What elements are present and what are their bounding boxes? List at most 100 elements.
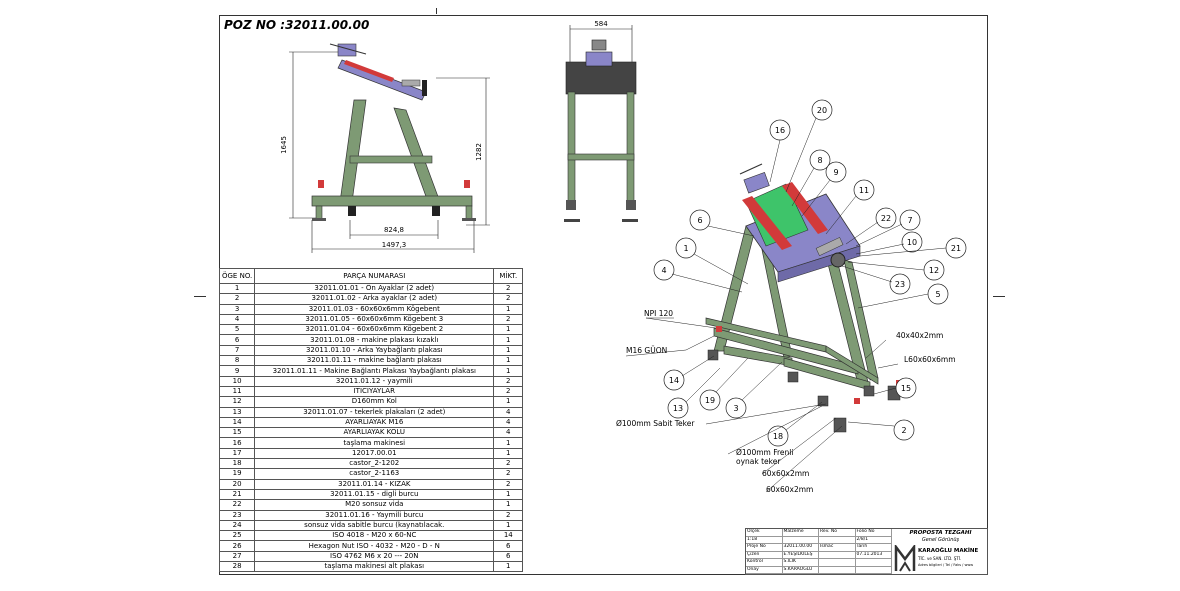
bom-cell-no: 20 (218, 478, 256, 490)
isometric-view: 20 16 8 9 11 22 7 10 21 12 23 6 1 4 5 14… (616, 99, 967, 494)
bom-cell-qty: 2 (493, 293, 524, 305)
balloon-22: 22 (881, 214, 891, 223)
bom-cell-qty: 1 (493, 437, 524, 449)
bom-cell-qty: 2 (493, 478, 524, 490)
bom-cell-part: 32011.01.12 - yaymili (254, 375, 495, 387)
bom-cell-no: 22 (218, 499, 256, 511)
dim-wheel-span: 824,8 (384, 226, 404, 234)
bom-cell-part: 32011.01.03 - 60x60x6mm Kögebent (254, 303, 495, 315)
bom-cell-qty: 4 (493, 406, 524, 418)
front-view: 1645 1282 824,8 1497,3 (280, 43, 490, 253)
title-block-cell: 2/8/1 (856, 536, 892, 543)
balloon-6: 6 (697, 216, 702, 225)
bom-cell-no: 7 (218, 344, 256, 357)
bom-cell-no: 9 (218, 365, 256, 377)
bom-cell-part: 32011.01.04 - 60x60x6mm Kögebent 2 (254, 324, 495, 336)
bom-cell-part: 32011.01.08 - makine plakası kızaklı (254, 334, 495, 346)
bom-cell-part: AYARLIAYAK M16 (254, 416, 495, 429)
label-frenli-1: Ø100mm Frenli (736, 448, 793, 457)
balloon-11: 11 (859, 186, 869, 195)
bom-cell-no: 16 (218, 437, 256, 449)
bom-cell-part: 32011.01.10 - Arka Yaybağlantı plakası (254, 344, 495, 357)
label-60x60-a: 60x60x2mm (762, 469, 809, 478)
balloon-23: 23 (895, 280, 905, 289)
title-block-cell: Proje No (746, 544, 783, 551)
bom-cell-no: 3 (218, 303, 256, 315)
bom-cell-no: 11 (218, 385, 256, 398)
title-block-cell: S.KARAOĞLU (783, 566, 819, 573)
balloon-8: 8 (817, 156, 822, 165)
balloon-4: 4 (661, 266, 666, 275)
label-40x40: 40x40x2mm (896, 331, 943, 340)
title-block-cell: 07.11.2013 (856, 551, 892, 558)
bom-cell-qty: 1 (493, 334, 524, 346)
bom-cell-no: 4 (218, 313, 256, 326)
bom-cell-qty: 14 (493, 530, 524, 542)
title-block-cell (783, 536, 819, 543)
bom-cell-no: 2 (218, 293, 256, 305)
bom-cell-qty: 1 (493, 561, 524, 573)
bom-cell-part: taşlama makinesi (254, 437, 495, 449)
balloon-21: 21 (951, 244, 961, 253)
bom-cell-qty: 1 (493, 344, 524, 357)
bom-cell-part: M20 sonsuz vida (254, 499, 495, 511)
bom-cell-no: 24 (218, 519, 256, 532)
bom-cell-qty: 1 (493, 519, 524, 532)
bom-cell-qty: 1 (493, 488, 524, 501)
balloon-10: 10 (907, 238, 917, 247)
balloon-16: 16 (775, 126, 785, 135)
bom-cell-qty: 6 (493, 540, 524, 552)
bom-cell-no: 1 (218, 282, 256, 295)
bom-cell-qty: 1 (493, 499, 524, 511)
balloon-19: 19 (705, 396, 715, 405)
dim-height-front: 1645 (280, 136, 288, 154)
bom-cell-part: 32011.01.07 - tekerlek plakaları (2 adet… (254, 406, 495, 418)
company-subname: TİC. ve SAN. LTD. ŞTİ. (918, 556, 962, 561)
balloon-3: 3 (733, 404, 738, 413)
bom-cell-qty: 4 (493, 416, 524, 429)
balloon-5: 5 (935, 290, 940, 299)
bom-cell-no: 27 (218, 550, 256, 563)
balloon-12: 12 (929, 266, 939, 275)
bom-cell-no: 26 (218, 540, 256, 552)
bom-cell-part: AYARLIAYAK KOLU (254, 427, 495, 439)
title-block-subtitle: Genel Görünüş (921, 537, 960, 543)
bom-cell-no: 17 (218, 447, 256, 460)
title-block-cell: Ismac (819, 544, 856, 551)
bom-cell-part: ISO 4762 M6 x 20 --- 20N (254, 550, 495, 563)
bom-header-part: PARÇA NUMARASI (254, 268, 495, 284)
balloon-2: 2 (901, 426, 906, 435)
bom-cell-qty: 2 (493, 458, 524, 470)
bom-cell-qty: 2 (493, 375, 524, 387)
company-address: Adres bilgileri / Tel / Faks / www (918, 563, 974, 567)
dim-width-top: 584 (594, 20, 608, 28)
bom-cell-qty: 1 (493, 365, 524, 377)
label-m16: M16 GÜON (626, 346, 667, 355)
title-block-cell: E.YEŞİLKİLEŞ (783, 551, 819, 558)
bom-cell-part: ISO 4018 - M20 x 60-NC (254, 530, 495, 542)
bom-cell-no: 19 (218, 468, 256, 480)
bom-cell-part: 32011.01.02 - Arka ayaklar (2 adet) (254, 293, 495, 305)
